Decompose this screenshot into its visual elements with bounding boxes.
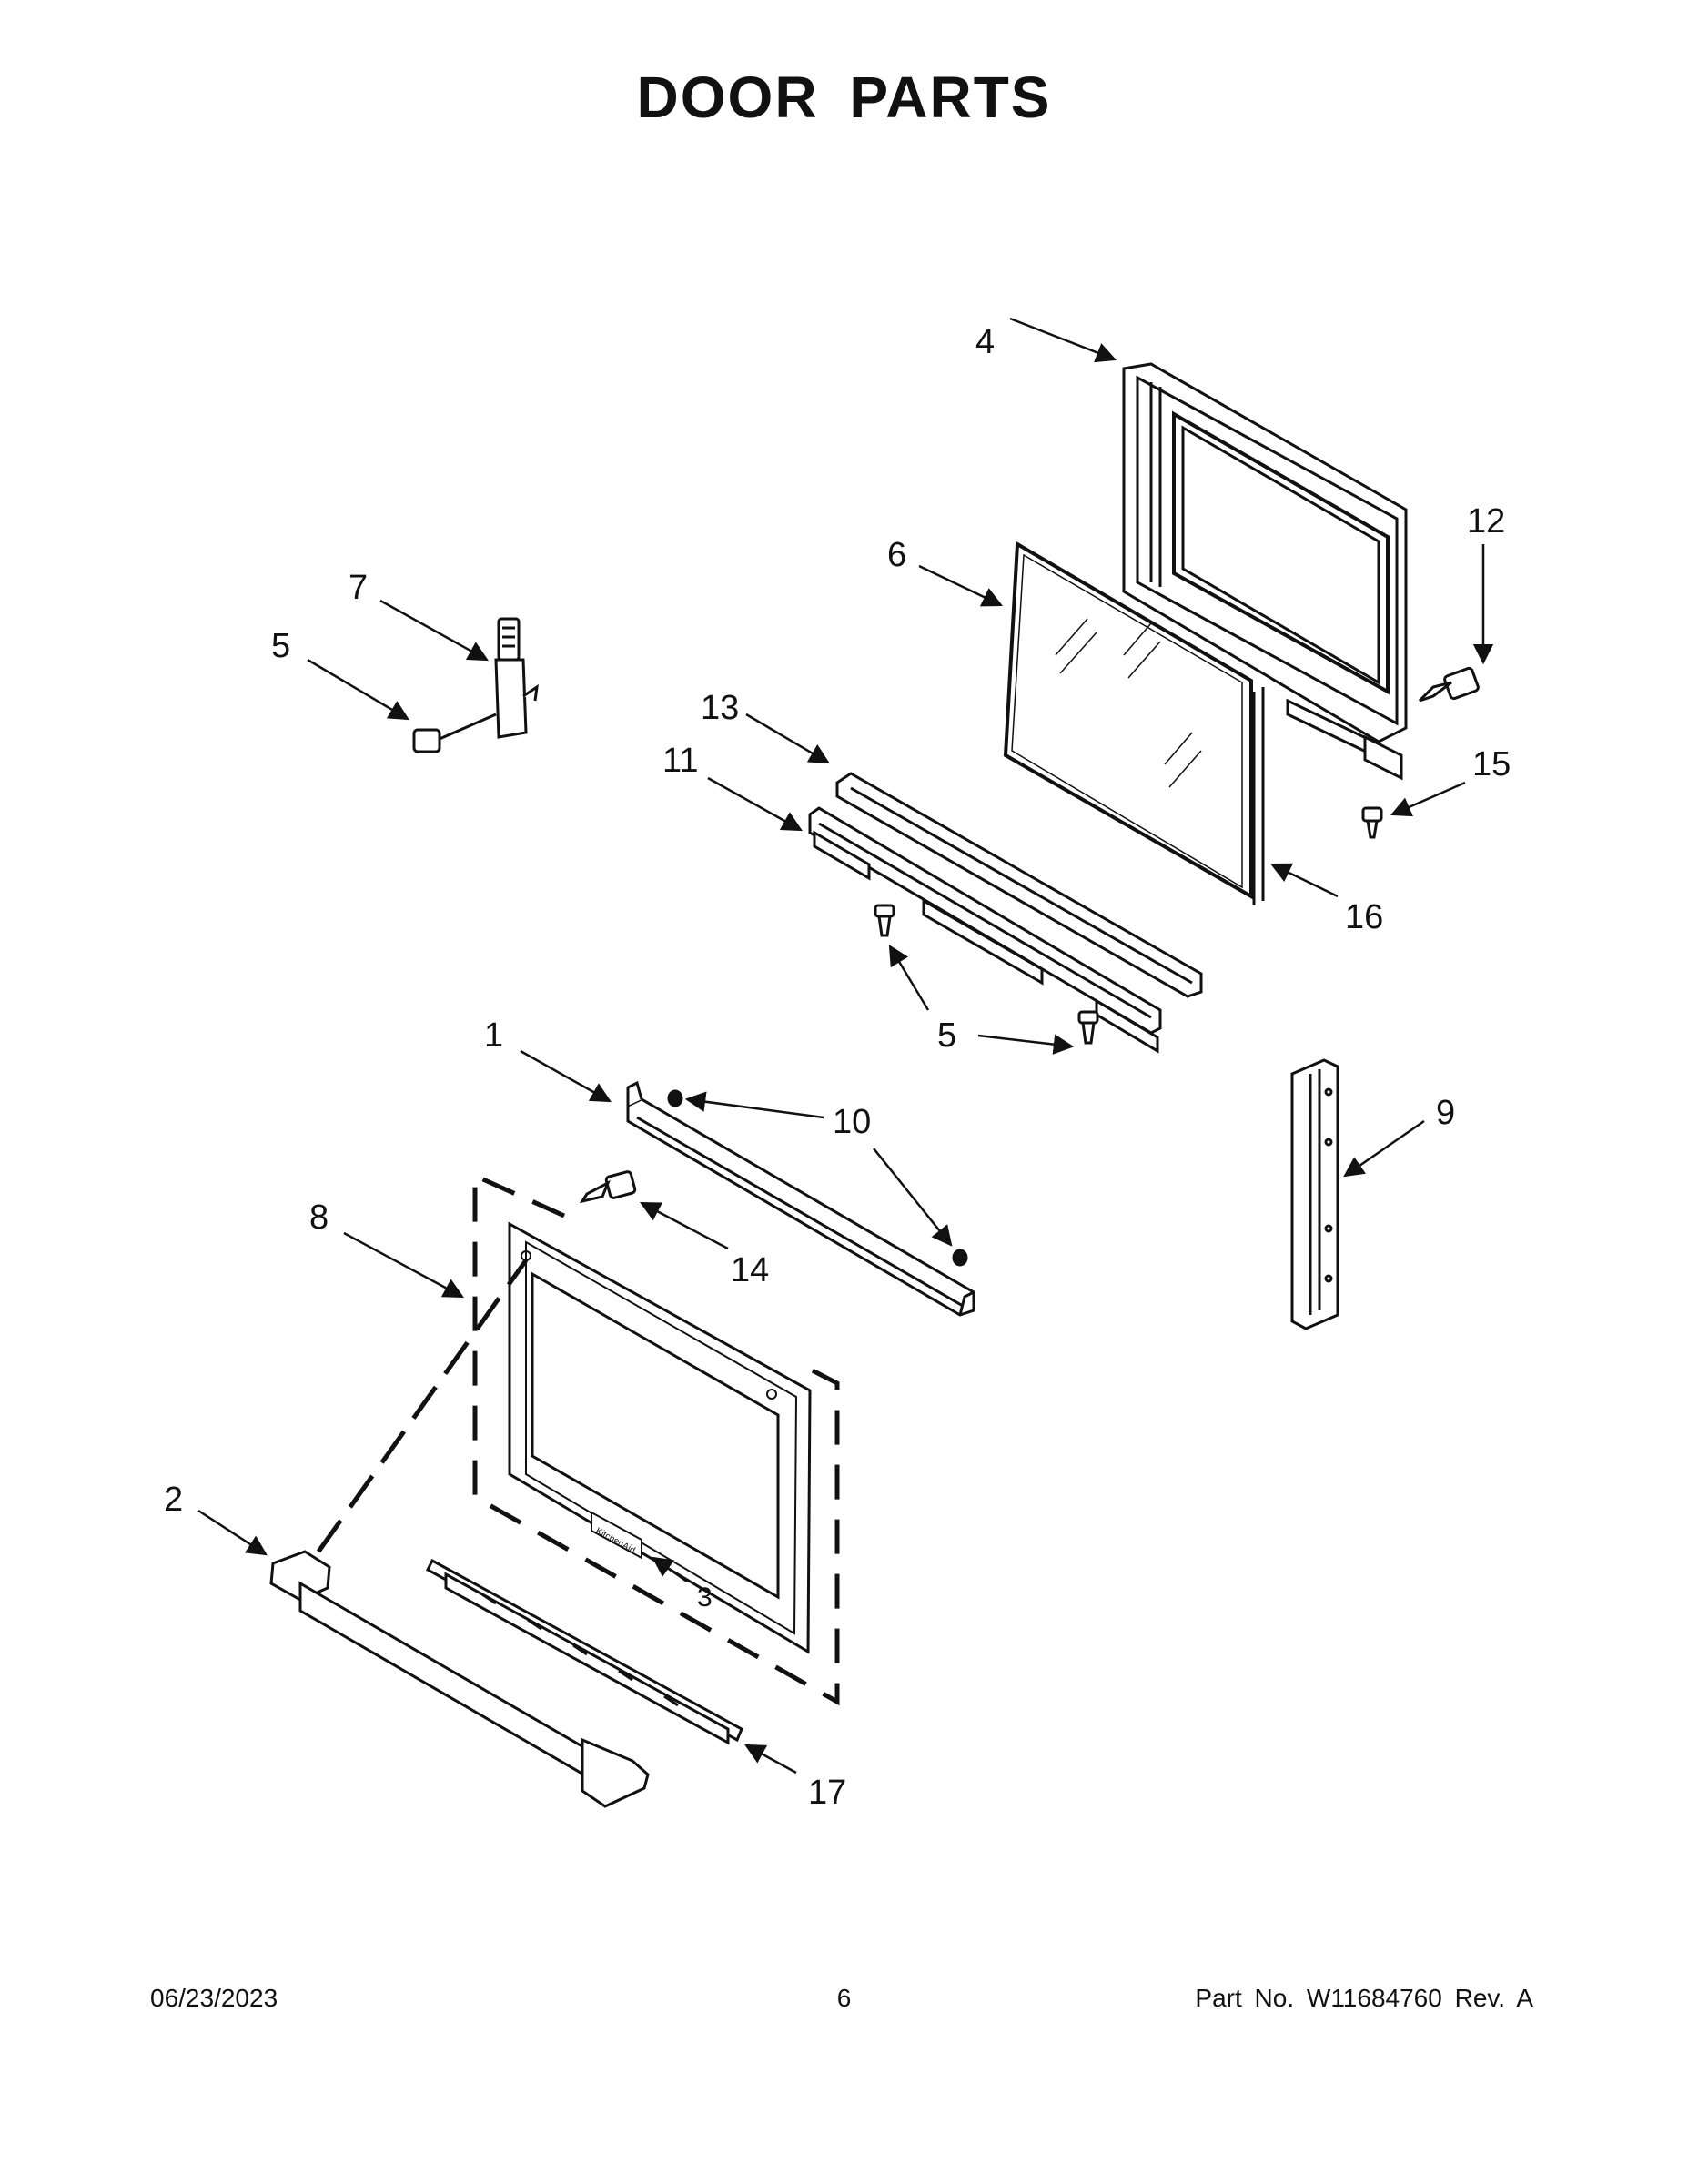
leader-3 <box>652 1556 688 1583</box>
assembly-line-handle <box>316 1259 529 1553</box>
leader-1 <box>520 1049 612 1103</box>
part-4-inner-door-frame <box>1122 362 1408 781</box>
leader-4 <box>1009 317 1117 363</box>
part-1-bracket <box>626 1080 975 1317</box>
leader-5a <box>307 658 409 721</box>
part-14-screw <box>579 1170 637 1204</box>
leader-2 <box>197 1509 268 1556</box>
callout-8: 8 <box>309 1198 329 1237</box>
part-6-glass-panel <box>1003 541 1253 900</box>
part-12-screw <box>1418 666 1480 703</box>
leader-5c <box>977 1034 1075 1055</box>
leader-9 <box>1343 1119 1425 1178</box>
part-15-screw <box>1361 806 1383 839</box>
callout-5b: 5 <box>937 1016 956 1055</box>
callout-15: 15 <box>1472 745 1511 784</box>
leader-11 <box>707 776 803 832</box>
leader-7 <box>379 599 489 662</box>
leader-13 <box>745 713 830 764</box>
part-5-screw-a <box>874 904 895 937</box>
callout-5a: 5 <box>271 627 290 665</box>
leader-15 <box>1390 781 1466 817</box>
part-5-hinge-screw <box>412 713 497 753</box>
leader-16 <box>1269 863 1339 898</box>
callout-17: 17 <box>808 1774 846 1812</box>
callout-4: 4 <box>975 323 995 361</box>
part-2-handle <box>269 1550 650 1808</box>
part-7-hinge <box>494 617 539 739</box>
callout-16: 16 <box>1345 898 1383 936</box>
part-16-glass-gasket <box>1252 687 1265 905</box>
leader-5b <box>888 945 930 1011</box>
callout-3: 3 <box>697 1582 713 1613</box>
callout-1: 1 <box>484 1016 503 1055</box>
leader-14 <box>640 1201 729 1250</box>
leader-10b <box>873 1148 953 1247</box>
leader-10a <box>684 1091 824 1119</box>
callout-10: 10 <box>833 1103 871 1141</box>
callout-6: 6 <box>887 536 906 574</box>
callout-12: 12 <box>1467 502 1505 541</box>
callout-14: 14 <box>731 1251 769 1289</box>
leader-8 <box>343 1231 464 1299</box>
part-10-bumper-b <box>952 1249 968 1267</box>
footer-part-number: Part No. W11684760 Rev. A <box>1195 1984 1533 2012</box>
callout-9: 9 <box>1436 1094 1455 1132</box>
part-5-screw-b <box>1077 1010 1099 1045</box>
footer-date: 06/23/2023 <box>150 1984 278 2012</box>
part-13-trim <box>835 772 1203 998</box>
footer-page-number: 6 <box>836 1984 852 2012</box>
leader-6 <box>918 564 1004 607</box>
callout-11: 11 <box>662 742 698 780</box>
callout-2: 2 <box>164 1481 183 1519</box>
part-9-side-trim <box>1290 1058 1339 1330</box>
part-10-bumper-a <box>667 1089 683 1107</box>
page-title: DOOR PARTS <box>636 65 1052 130</box>
part-11-channel <box>808 806 1162 1054</box>
part-17-vent <box>426 1558 743 1745</box>
callout-7: 7 <box>349 569 368 607</box>
leader-17 <box>744 1744 797 1774</box>
callout-13: 13 <box>701 689 739 727</box>
part-8-outer-door-assembly <box>472 1172 840 1706</box>
